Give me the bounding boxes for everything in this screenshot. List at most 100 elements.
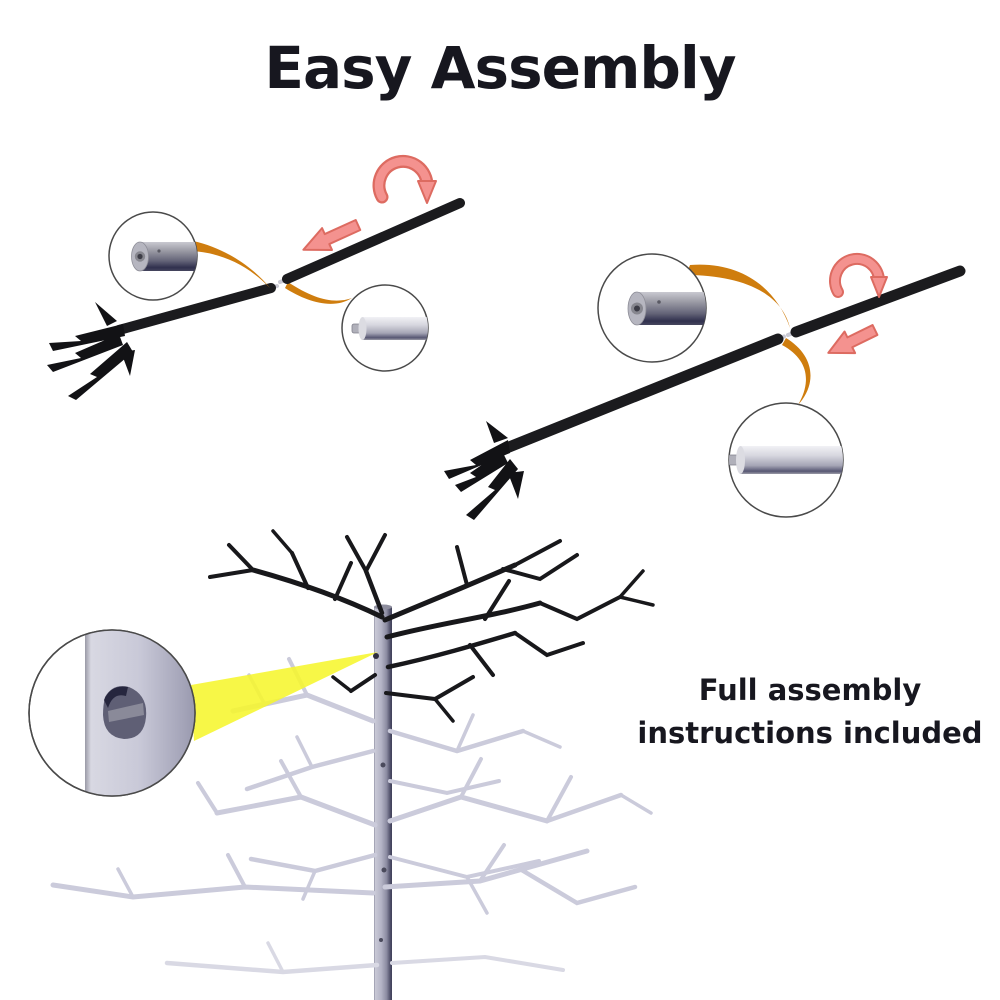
- pole-hole-shadow: [104, 686, 128, 708]
- side-hole-dot: [657, 300, 661, 304]
- socket-hole: [634, 305, 640, 312]
- pin-cylinder-face: [358, 317, 367, 340]
- upper-pole-section-icon: [786, 265, 966, 338]
- slide-arrow-shape: [302, 218, 362, 251]
- magnifier-ring: [28, 629, 196, 797]
- black-branch: [364, 533, 387, 573]
- pin-cylinder-body: [740, 446, 843, 474]
- lower-pole: [114, 283, 276, 335]
- orange-callout-swoosh-icon: [686, 264, 790, 328]
- light-branch: [164, 960, 380, 975]
- black-branch: [384, 675, 475, 702]
- black-branch: [271, 529, 294, 555]
- socket-hole: [137, 253, 143, 260]
- staked-pole-icon: [47, 283, 279, 400]
- rotate-arrow-icon: [829, 252, 888, 298]
- hole-magnifier-circle-icon: [28, 629, 196, 797]
- upper-pole-section-icon: [278, 198, 465, 284]
- rotate-arrow-icon: [372, 154, 437, 204]
- black-branch: [513, 539, 562, 567]
- trunk-hole-dot: [379, 938, 383, 942]
- black-branch: [382, 562, 518, 623]
- slide-arrow-icon: [302, 218, 362, 251]
- light-branch: [50, 882, 376, 900]
- pin-cylinder-icon: [351, 317, 428, 340]
- upper-pole: [790, 265, 966, 338]
- assembled-black-branches-icon: [208, 529, 655, 723]
- rotate-arrow-body: [831, 254, 884, 296]
- light-branch: [214, 794, 378, 828]
- black-branch: [363, 568, 385, 616]
- pin-cylinder-body: [362, 317, 428, 340]
- light-branch: [545, 775, 573, 823]
- black-branch: [618, 569, 645, 599]
- light-branch: [390, 954, 565, 972]
- black-branch: [384, 600, 543, 640]
- slide-arrow-icon: [827, 324, 879, 355]
- light-branch: [387, 794, 550, 824]
- socket-cylinder-icon: [627, 291, 706, 326]
- pole-closeup: [85, 630, 195, 796]
- black-branch: [433, 697, 455, 723]
- light-branch: [388, 855, 541, 880]
- assembled-tree-diagram: [28, 529, 655, 1000]
- pole-hole-ledge: [108, 703, 144, 722]
- light-branch: [116, 867, 135, 899]
- light-branch: [244, 748, 376, 792]
- caption-line-2: instructions included: [637, 716, 983, 750]
- socket-cylinder-body: [636, 292, 706, 325]
- trunk-hole-dot: [380, 762, 386, 768]
- light-branch: [544, 792, 624, 824]
- lower-pole: [498, 333, 784, 455]
- black-branch: [618, 595, 655, 607]
- light-branch: [521, 729, 562, 749]
- black-branch: [513, 631, 585, 658]
- upper-pole: [282, 198, 465, 284]
- orange-callout-swoosh-icon: [285, 282, 352, 304]
- pin-magnifier-circle-icon: [728, 402, 844, 518]
- light-branch: [226, 853, 247, 889]
- rotate-arrow-head: [417, 180, 437, 204]
- highlight-beam-icon: [191, 652, 378, 741]
- light-branch: [465, 875, 489, 915]
- rotate-arrow-head: [870, 276, 888, 298]
- black-branch: [538, 595, 622, 622]
- light-branch: [196, 781, 219, 815]
- socket-cylinder-icon: [131, 241, 197, 272]
- staked-pole-icon: [444, 333, 786, 520]
- ground-stake-spikes-icon: [47, 302, 135, 400]
- black-branch: [333, 561, 353, 601]
- light-branch: [301, 869, 317, 901]
- black-branch: [501, 553, 579, 582]
- caption: Full assembly instructions included: [620, 669, 1000, 755]
- light-branch: [459, 757, 483, 799]
- light-branch: [266, 941, 285, 974]
- light-branch: [248, 852, 378, 874]
- assembly-step-diagram-small: [47, 154, 465, 400]
- black-branch: [455, 545, 469, 587]
- light-branch: [279, 759, 303, 799]
- black-branch: [483, 579, 511, 621]
- trunk-hole-dot: [381, 867, 387, 873]
- tree-trunk-pole-icon: [374, 604, 392, 1000]
- black-branch: [250, 567, 385, 620]
- pin-cylinder-icon: [729, 446, 843, 474]
- side-hole-dot: [157, 249, 161, 253]
- black-branch: [468, 643, 495, 677]
- black-branch: [290, 551, 310, 590]
- pin-cylinder-face: [736, 446, 745, 474]
- rotate-arrow-body: [374, 157, 432, 202]
- caption-line-1: Full assembly: [698, 673, 922, 707]
- light-branch: [455, 713, 475, 753]
- light-branch: [295, 735, 314, 769]
- black-branch: [227, 543, 255, 572]
- highlighted-trunk-hole: [373, 653, 379, 659]
- slide-arrow-shape: [827, 324, 879, 355]
- black-branch: [345, 535, 368, 573]
- trunk-pole: [374, 607, 392, 1000]
- page-title: Easy Assembly: [264, 34, 736, 102]
- black-branch: [331, 675, 353, 693]
- socket-magnifier-circle-icon: [597, 253, 707, 363]
- light-branch: [619, 793, 653, 815]
